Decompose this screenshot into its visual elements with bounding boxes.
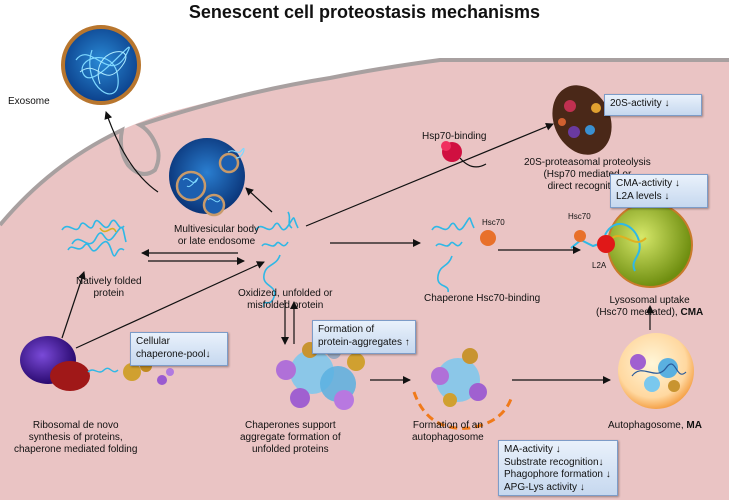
hsp70-shape — [441, 141, 487, 168]
forming-autophagosome — [412, 348, 514, 430]
label-autophagosome: Autophagosome, MA — [608, 420, 702, 431]
cell-membrane — [0, 58, 729, 227]
label-native-protein: Natively folded protein — [76, 276, 142, 300]
label-proteasome: 20S-proteasomal proteolysis (Hsp70 media… — [524, 157, 651, 193]
hsc70-bound-protein — [431, 217, 475, 293]
box-cma-activity: CMA-activity ↓ L2A levels ↓ — [610, 174, 708, 208]
label-hsc70-tag-lysosome: Hsc70 — [568, 212, 591, 221]
label-mvb: Multivesicular body or late endosome — [174, 224, 260, 248]
label-chaperone-support: Chaperones support aggregate formation o… — [240, 420, 341, 456]
label-l2a-tag: L2A — [592, 261, 607, 270]
box-ma-activity: MA-activity ↓ Substrate recognition↓ Pha… — [498, 440, 618, 496]
box-chaperone-pool: Cellular chaperone-pool↓ — [130, 332, 228, 366]
chaperone-aggregate — [276, 342, 365, 410]
label-lysosomal-uptake: Lysosomal uptake (Hsc70 mediated), CMA — [596, 295, 704, 319]
label-exosome: Exosome — [8, 96, 50, 107]
box-protein-aggregates: Formation of protein-aggregates ↑ — [312, 320, 416, 354]
label-chaperone-hsc70: Chaperone Hsc70-binding — [424, 293, 541, 304]
label-hsc70-tag: Hsc70 — [482, 218, 505, 227]
lysosome — [570, 202, 693, 288]
proteasome — [552, 85, 612, 155]
ribosome — [20, 336, 174, 391]
label-ribosome: Ribosomal de novo synthesis of proteins,… — [14, 420, 138, 456]
box-20s-activity: 20S-activity ↓ — [604, 94, 702, 116]
unfolded-protein — [255, 211, 299, 308]
label-autophagosome-formation: Formation of an autophagosome — [412, 420, 484, 444]
native-protein — [61, 219, 127, 257]
label-hsp70-binding: Hsp70-binding — [422, 131, 487, 142]
diagram-title: Senescent cell proteostasis mechanisms — [188, 2, 541, 22]
exosome-vesicle — [61, 25, 141, 105]
multivesicular-body — [169, 138, 245, 217]
hsc70-chaperone-shape — [480, 230, 496, 246]
autophagosome — [618, 333, 694, 409]
label-oxidized-protein: Oxidized, unfolded or misfolded protein — [238, 288, 333, 312]
